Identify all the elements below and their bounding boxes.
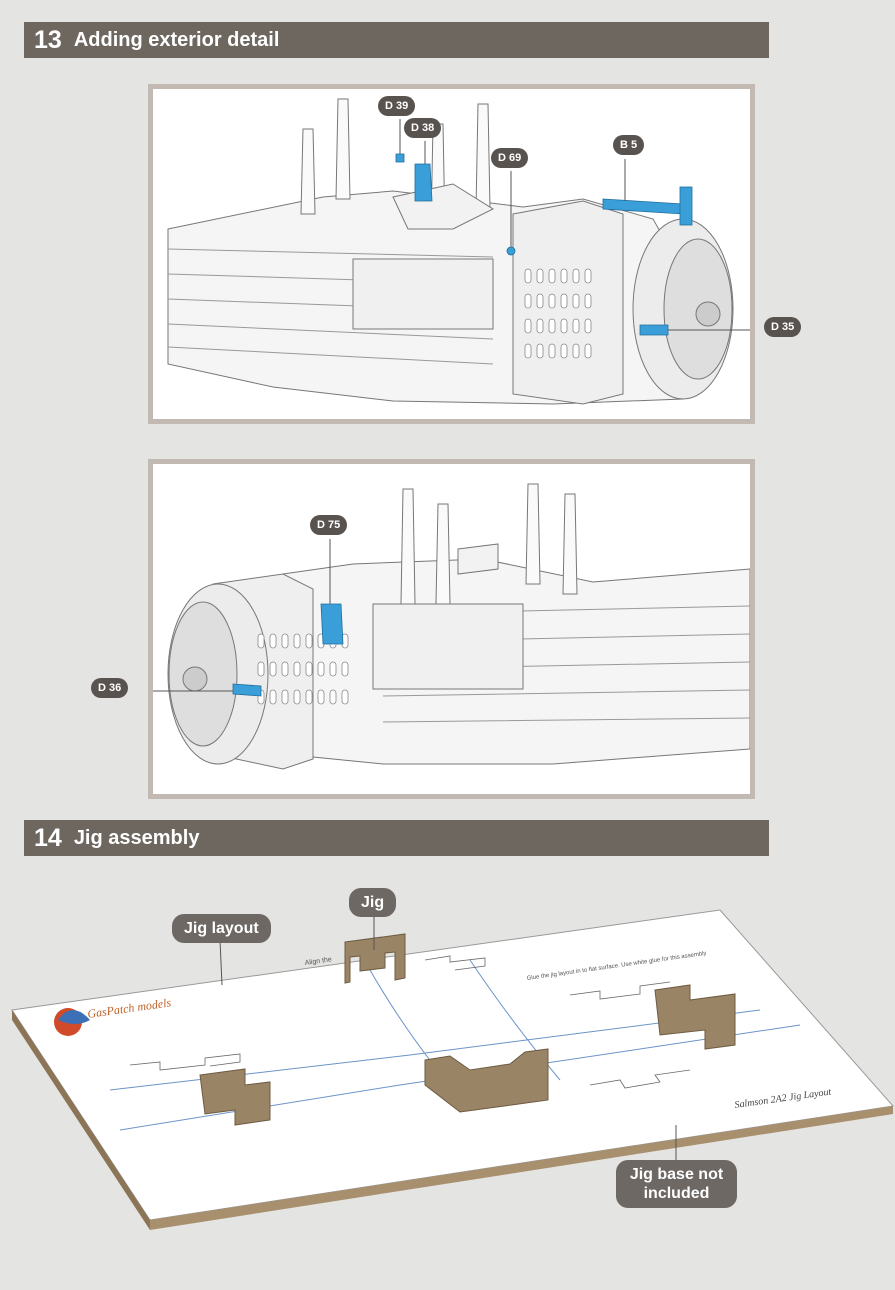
callout-d75: D 75	[310, 515, 348, 535]
label-jig-base-not-included: Jig base not included	[616, 1160, 737, 1208]
step-number: 14	[34, 823, 62, 852]
callout-d36: D 36	[91, 678, 129, 698]
step-14-header: 14 Jig assembly	[24, 820, 769, 856]
step-title: Jig assembly	[73, 826, 200, 849]
callout-d69: D 69	[491, 148, 529, 168]
fuselage-right-drawing	[167, 98, 750, 405]
illustration-fuselage-left-view	[148, 459, 755, 799]
callout-d39: D 39	[378, 96, 416, 116]
align-text: Align the	[304, 956, 332, 967]
fuselage-left-drawing	[153, 483, 750, 770]
label-jig: Jig	[349, 888, 397, 917]
jig-assembly-drawing: GasPatch models Salmson 2A2 Jig Layout A…	[11, 908, 894, 1230]
gaspatch-logo	[54, 1008, 90, 1036]
callout-b5: B 5	[613, 135, 645, 155]
step-title: Adding exterior detail	[73, 28, 280, 51]
step-number: 13	[34, 25, 62, 54]
step-13-header: 13 Adding exterior detail	[24, 22, 769, 58]
callout-d38: D 38	[404, 118, 442, 138]
callout-d35: D 35	[764, 317, 802, 337]
illustration-fuselage-right-view	[148, 84, 755, 424]
label-jig-layout: Jig layout	[172, 914, 271, 943]
